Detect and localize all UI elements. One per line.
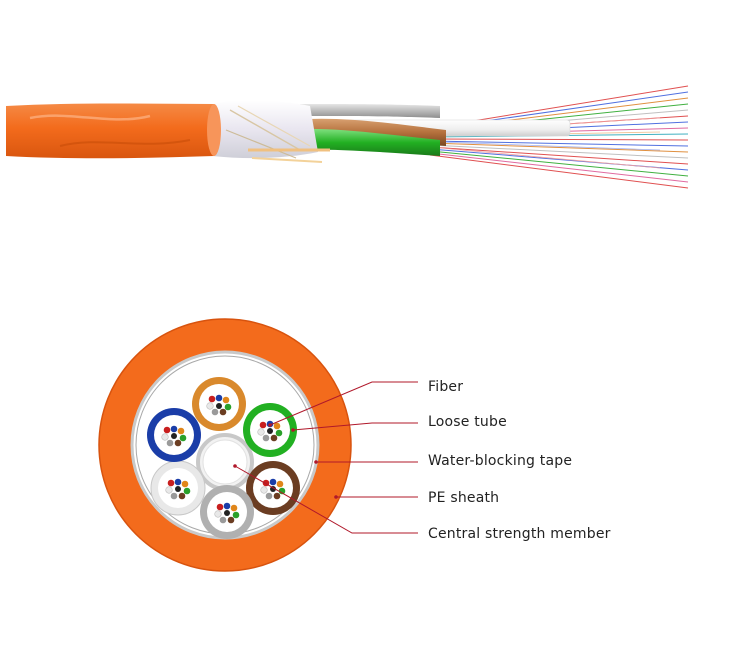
cross-tube-orange	[192, 377, 246, 431]
label-fiber: Fiber	[428, 379, 464, 395]
cross-tube-blue	[147, 408, 201, 462]
leader-line-loose-tube	[292, 422, 418, 431]
side-tube-grey	[300, 104, 440, 118]
label-water-blocking-tape: Water-blocking tape	[428, 453, 573, 469]
cross-tube-grey	[200, 485, 254, 539]
side-pe-sheath	[6, 103, 220, 159]
leader-lines	[234, 381, 418, 534]
cross-tube-green	[243, 403, 297, 457]
leader-line-fiber	[269, 381, 418, 426]
label-pe-sheath: PE sheath	[428, 490, 500, 506]
fiber-fan	[429, 85, 689, 189]
label-central-strength-member: Central strength member	[428, 526, 611, 542]
label-loose-tube: Loose tube	[428, 414, 507, 430]
cross-tube-white	[150, 460, 206, 516]
side-view-cable-icon	[6, 85, 689, 189]
cross-section-icon	[98, 318, 352, 572]
leader-line-central-strength-member	[234, 465, 418, 534]
